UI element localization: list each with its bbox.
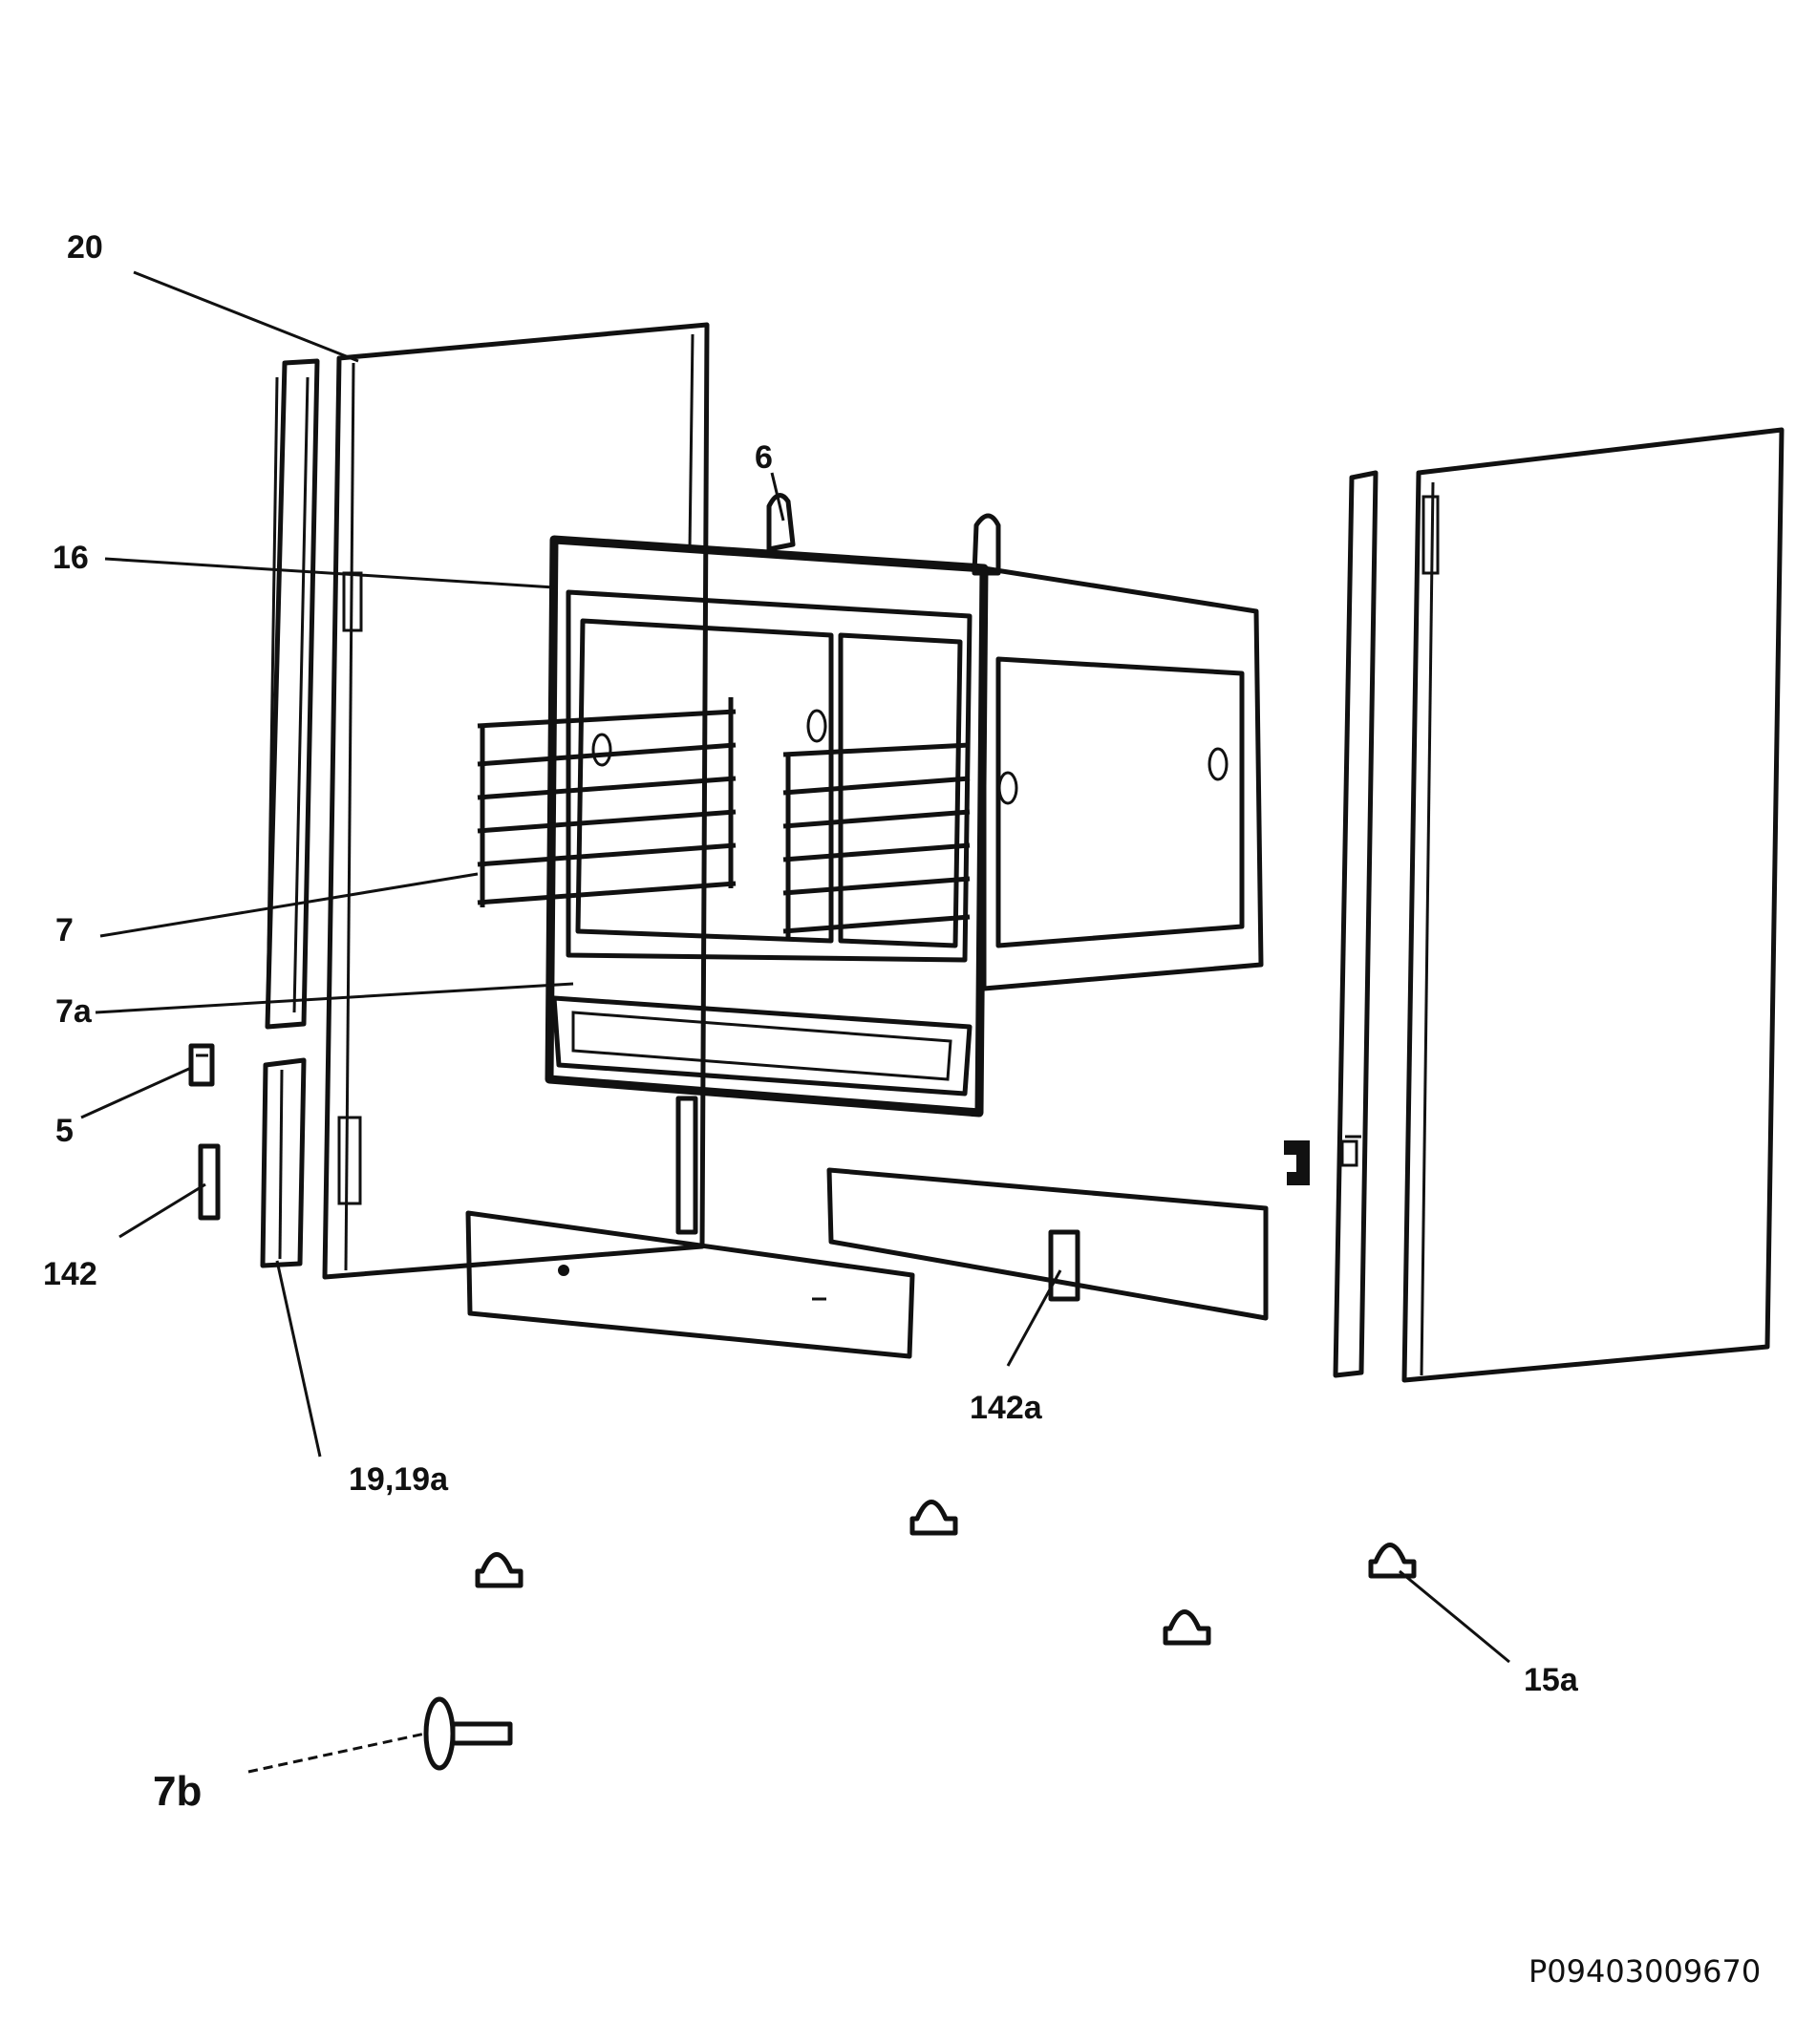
oven-cavity: [545, 493, 1264, 1235]
clip-part-5: [188, 1043, 215, 1087]
callout-6: 6: [755, 439, 773, 476]
clip-right: [1284, 1140, 1310, 1185]
callout-19-19a: 19,19a: [349, 1461, 449, 1498]
bottom-side-strip: [260, 1057, 307, 1268]
right-front-strip: [1333, 470, 1379, 1378]
kick-panel-right: [826, 1167, 1269, 1321]
clip-part-142: [198, 1143, 221, 1221]
kick-panel-left: [465, 1210, 915, 1359]
left-front-strip: [265, 358, 320, 1030]
callout-7a: 7a: [55, 993, 93, 1030]
callout-142a: 142a: [970, 1390, 1043, 1426]
shelf-rail-left: [477, 697, 737, 907]
right-side-panel: [1401, 427, 1785, 1383]
foot-3: [1163, 1609, 1211, 1646]
shelf-rail-right: [782, 742, 971, 941]
callout-7: 7: [55, 912, 74, 948]
foot-2: [909, 1500, 958, 1536]
knob-part-7b: [423, 1696, 513, 1771]
leader-lines: [80, 270, 1510, 1774]
callout-20: 20: [67, 229, 103, 266]
document-id: P09403009670: [1528, 1953, 1761, 1990]
foot-4: [1368, 1543, 1417, 1579]
foot-1: [475, 1552, 524, 1588]
callout-5: 5: [55, 1113, 74, 1149]
callout-16: 16: [53, 540, 89, 576]
callout-15a: 15a: [1524, 1662, 1579, 1698]
callout-7b: 7b: [153, 1768, 202, 1815]
callout-142: 142: [43, 1256, 97, 1292]
left-side-panel: [322, 322, 710, 1280]
